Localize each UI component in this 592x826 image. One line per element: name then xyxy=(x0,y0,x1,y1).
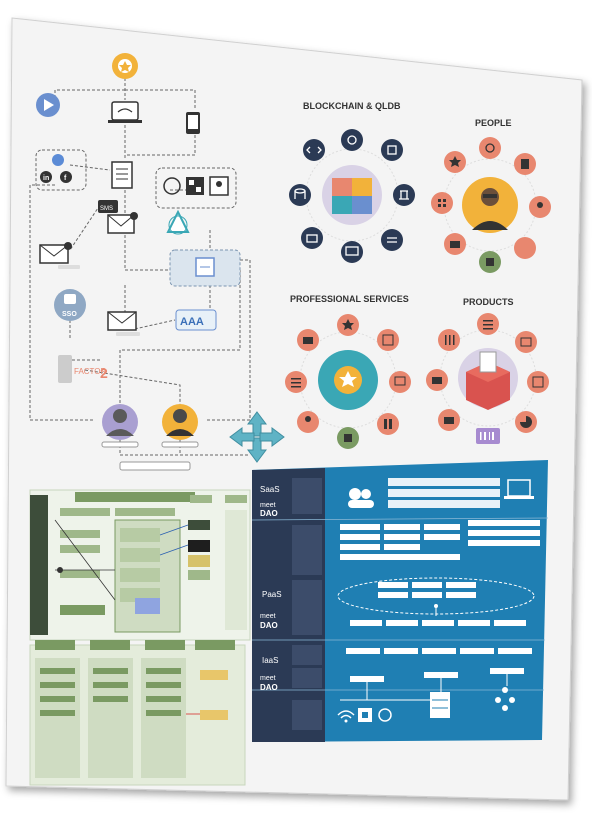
server-rack-icon xyxy=(430,692,450,718)
fingerprint-icon xyxy=(163,177,181,195)
network-icon xyxy=(341,129,363,151)
svg-text:in: in xyxy=(43,175,49,182)
books-icon xyxy=(377,413,399,435)
saas-paas-iaas-stack: SaaS meet DAO PaaS meet DAO IaaS meet DA… xyxy=(251,460,549,742)
sso-lock-icon xyxy=(54,289,86,321)
aws-cognito-icon xyxy=(166,209,190,233)
factor-label: FACTOR xyxy=(74,367,107,376)
sso-label: SSO xyxy=(62,311,77,318)
linkedin-icon xyxy=(40,171,52,183)
grid-icon xyxy=(431,192,453,214)
box-icon xyxy=(381,139,403,161)
id-card-icon xyxy=(515,331,537,353)
svg-text:f: f xyxy=(64,175,67,182)
laptop-wifi-icon xyxy=(111,101,139,121)
four-way-arrow-icon xyxy=(229,411,285,463)
qr-code-icon xyxy=(186,177,204,195)
my-profile-bar xyxy=(119,461,191,471)
code-icon xyxy=(303,139,325,161)
meetdao-brand-top-3: meet xyxy=(260,675,276,682)
meetdao-brand-bottom-3: DAO xyxy=(260,683,278,692)
sms-icon xyxy=(98,200,118,213)
products-ring xyxy=(426,313,549,444)
blockchain-section-title: BLOCKCHAIN & QLDB xyxy=(303,101,401,111)
target-icon xyxy=(479,137,501,159)
factor2-icon xyxy=(58,355,72,383)
check-gauge-icon xyxy=(514,237,536,259)
biometric-group xyxy=(155,167,237,209)
end-user-avatar xyxy=(101,404,139,448)
professional-services-title: PROFESSIONAL SERVICES xyxy=(290,294,409,304)
sms-label: SMS xyxy=(100,206,113,212)
bank-icon xyxy=(393,184,415,206)
people-section-title: PEOPLE xyxy=(475,118,512,128)
monitor-icon xyxy=(341,241,363,263)
meetdao-brand-top-2: meet xyxy=(260,613,276,620)
briefcase-icon xyxy=(301,227,323,249)
iaas-label: IaaS xyxy=(262,656,278,665)
presentation-icon xyxy=(389,371,411,393)
factor-number: 2 xyxy=(100,365,108,381)
meetdao-brand-bottom-2: DAO xyxy=(260,621,278,630)
power-icon xyxy=(378,708,392,722)
saas-label: SaaS xyxy=(260,485,280,494)
users-icon xyxy=(349,488,361,500)
paas-label: PaaS xyxy=(262,590,282,599)
meetdao-brand-top-1: meet xyxy=(260,502,276,509)
exchange-icon xyxy=(381,229,403,251)
welcome-email-icon xyxy=(107,311,137,331)
facebook-icon xyxy=(60,171,72,183)
admin-user-avatar xyxy=(161,404,199,448)
network-nodes-icon xyxy=(495,687,515,711)
green-architecture-diagram xyxy=(29,489,251,786)
aaa-box xyxy=(175,309,217,331)
meetdao-brand-bottom-1: DAO xyxy=(260,509,278,518)
barcode-icon xyxy=(476,428,500,444)
social-login-group xyxy=(35,149,87,191)
auth-flow-diagram xyxy=(29,78,251,456)
professional-services-ring xyxy=(285,314,411,449)
validation-email-icon xyxy=(107,214,135,234)
people-ring xyxy=(431,137,551,273)
abacus-icon xyxy=(377,329,399,351)
wifi-icon xyxy=(337,710,355,719)
database-icon xyxy=(289,184,311,206)
aaa-label: AAA xyxy=(180,316,204,328)
forgot-email-icon xyxy=(39,244,69,264)
box-icon xyxy=(527,371,549,393)
blockchain-ring xyxy=(289,129,415,263)
form-document-icon xyxy=(111,161,133,189)
google-icon xyxy=(52,154,64,166)
products-section-title: PRODUCTS xyxy=(463,297,514,307)
